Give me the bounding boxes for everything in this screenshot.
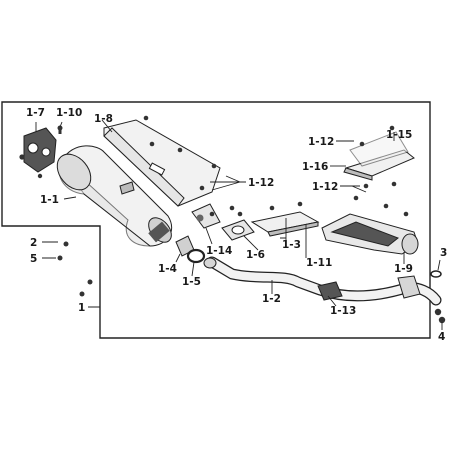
part-gasket-1-6	[209, 205, 255, 241]
label-1-2: 1-2	[262, 293, 281, 305]
part-muffler-1-1	[56, 145, 173, 247]
label-1-10: 1-10	[56, 107, 82, 119]
label-1-6: 1-6	[246, 249, 265, 261]
bolt-dot	[37, 173, 43, 179]
part-heat-shield-1-8	[103, 115, 221, 207]
label-3: 3	[440, 247, 447, 259]
part-o-ring-3	[430, 270, 442, 278]
label-1-14: 1-14	[206, 245, 232, 257]
part-shield-1-3	[250, 201, 320, 237]
label-1-13: 1-13	[330, 305, 356, 317]
label-1-15: 1-15	[386, 129, 412, 141]
part-bolts-2-5	[57, 241, 93, 297]
part-bracket-1-7	[19, 127, 57, 173]
part-ring-1-5	[186, 248, 206, 264]
label-1-8: 1-8	[94, 113, 113, 125]
label-1-4: 1-4	[158, 263, 177, 275]
part-sleeve-1-4	[175, 235, 195, 257]
label-1-12-c: 1-12	[312, 181, 338, 193]
label-1: 1	[78, 302, 85, 314]
label-2: 2	[30, 237, 37, 249]
label-1-12-a: 1-12	[248, 177, 274, 189]
part-bolt-1-10	[57, 125, 63, 134]
label-1-7: 1-7	[26, 107, 45, 119]
label-1-1: 1-1	[40, 194, 59, 206]
part-exhaust-pipe-1-2	[203, 256, 442, 306]
part-shield-1-15	[343, 125, 415, 181]
label-1-12-b: 1-12	[308, 136, 334, 148]
assembly-frame	[1, 101, 431, 339]
label-1-9: 1-9	[394, 263, 413, 275]
part-nuts-4	[434, 308, 446, 324]
part-joint-1-14	[191, 203, 221, 229]
label-1-11: 1-11	[306, 257, 332, 269]
part-shield-1-9	[321, 181, 419, 255]
label-4: 4	[438, 331, 445, 343]
label-1-16: 1-16	[302, 161, 328, 173]
label-5: 5	[30, 253, 37, 265]
leader-lines	[35, 119, 443, 330]
label-1-3: 1-3	[282, 239, 301, 251]
label-1-5: 1-5	[182, 276, 201, 288]
